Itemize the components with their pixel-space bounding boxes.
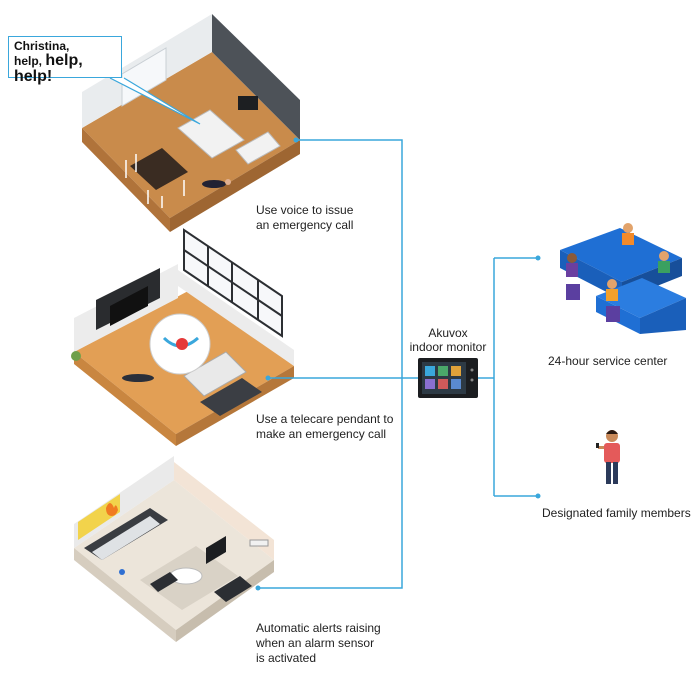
connector-lines bbox=[258, 139, 538, 589]
speech-bubble: Christina, help, help, help! bbox=[8, 36, 122, 85]
room-telecare-pendant-illustration bbox=[71, 228, 294, 446]
speech-help-2: help, bbox=[45, 52, 83, 69]
caption-voice-call: Use voice to issue an emergency call bbox=[256, 203, 354, 232]
speech-help-1: help, bbox=[14, 54, 43, 68]
indoor-monitor-device bbox=[418, 358, 478, 398]
caption-alarm-sensor: Automatic alerts raising when an alarm s… bbox=[256, 621, 381, 665]
service-center-illustration bbox=[560, 223, 686, 334]
room-alarm-sensor-illustration bbox=[74, 456, 274, 642]
speech-help-3: help! bbox=[14, 68, 53, 85]
room-living-dining-illustration bbox=[82, 14, 300, 232]
speech-line-1: Christina, bbox=[14, 39, 70, 53]
family-member-illustration bbox=[596, 430, 620, 484]
speech-line-2: help, help, help! bbox=[14, 53, 116, 85]
caption-telecare-pendant: Use a telecare pendant to make an emerge… bbox=[256, 412, 394, 441]
indoor-monitor-label: Akuvox indoor monitor bbox=[409, 326, 487, 354]
label-family-members: Designated family members bbox=[542, 506, 691, 520]
label-service-center: 24-hour service center bbox=[548, 354, 668, 368]
